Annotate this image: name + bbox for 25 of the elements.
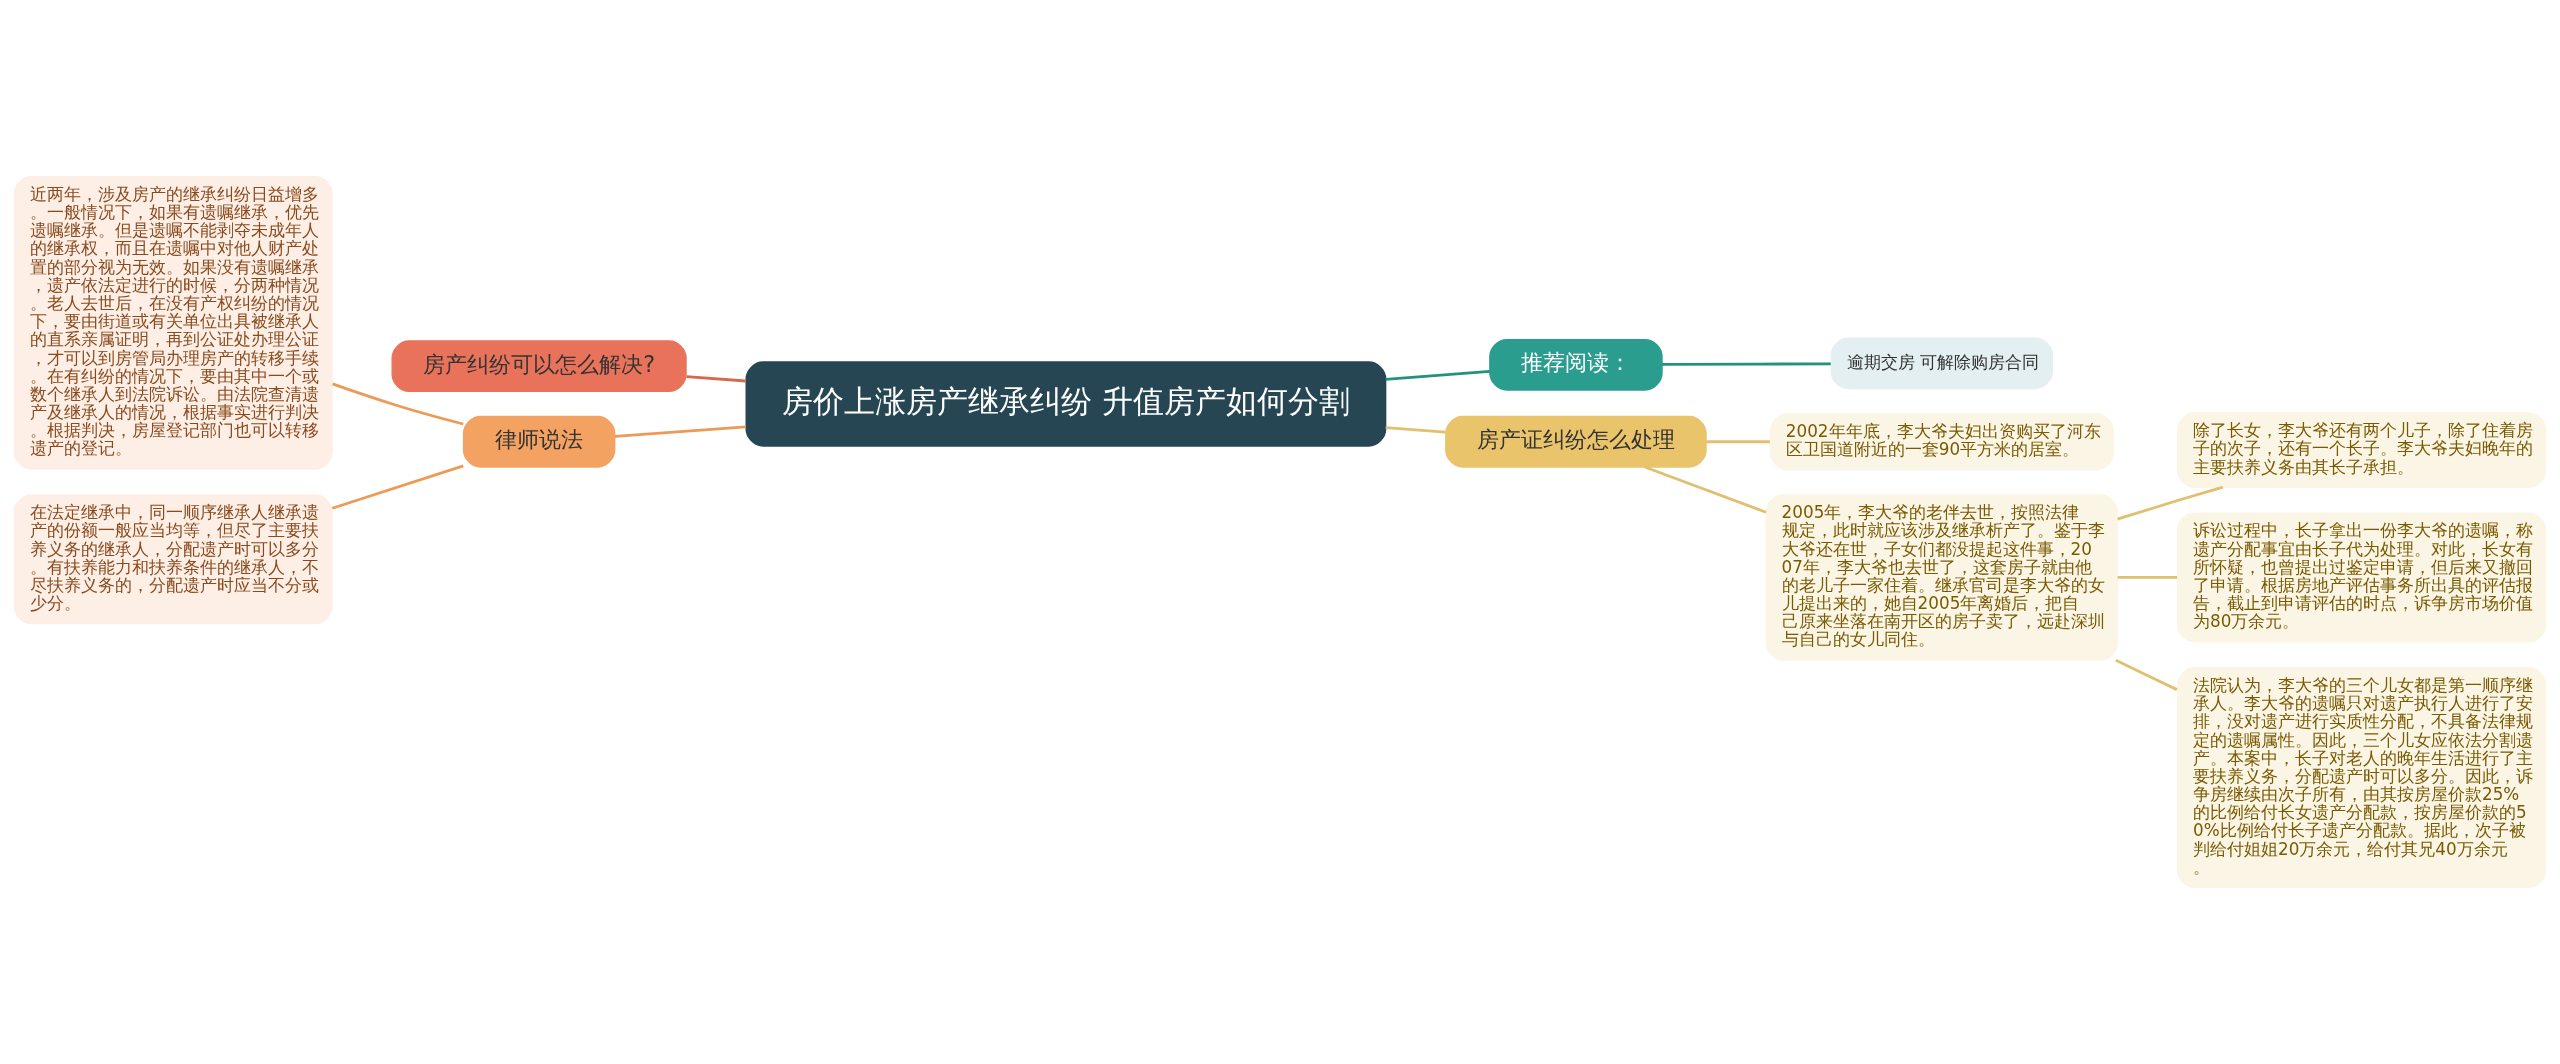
connector bbox=[2117, 576, 2178, 579]
connector bbox=[332, 382, 464, 426]
node-box: 推荐阅读： bbox=[1489, 338, 1663, 391]
node-box: 法院认为，李大爷的三个儿女都是第一顺序继承人。李大爷的遗嘱只对遗产执行人进行了安排，没对遗产进行实质性分配，不具备法律规定的遗嘱属性。因此，三个儿女应依法分割遗产。本案中，长子对老人的晚年生活进行了主要扶养义务，分配遗产时可以多分。因此，诉争房继续由次子所有，由其按房屋价款25%的比例给付长女遗产分配款，按房屋价款的50%比例给付长子遗产分配款。据此，次子被判给付姐姐20万余元，给付其兄40万余元。 bbox=[2176, 667, 2547, 889]
connector bbox=[1644, 465, 1767, 514]
connector bbox=[2115, 659, 2178, 691]
node-box: 2002年年底，李大爷夫妇出资购买了河东区卫国道附近的一套90平方米的居室。 bbox=[1769, 413, 2114, 471]
connector bbox=[614, 425, 746, 438]
node-box: 房产证纠纷怎么处理 bbox=[1445, 415, 1707, 468]
connector bbox=[1662, 362, 1831, 366]
node-box: 除了长女，李大爷还有两个儿子，除了住着房子的次子，还有一个长子。李大爷夫妇晚年的主要扶养义务由其长子承担。 bbox=[2176, 412, 2547, 488]
node-box: 房价上涨房产继承纠纷 升值房产如何分割 bbox=[745, 361, 1387, 447]
node-box: 房产纠纷可以怎么解决? bbox=[391, 340, 687, 393]
connector bbox=[686, 375, 746, 383]
connector bbox=[2117, 485, 2224, 521]
node-box: 诉讼过程中，长子拿出一份李大爷的遗嘱，称遗产分配事宜由长子代为处理。对此，长女有所怀疑，也曾提出过鉴定申请，但后来又撤回了申请。根据房地产评估事务所出具的评估报告，截止到申请评估的时点，诉争房市场价值为80万余元。 bbox=[2176, 512, 2547, 643]
node-box: 近两年，涉及房产的继承纠纷日益增多。一般情况下，如果有遗嘱继承，优先遗嘱继承。但是遗嘱不能剥夺未成年人的继承权，而且在遗嘱中对他人财产处置的部分视为无效。如果没有遗嘱继承，遗产依法定进行的时候，分两种情况。老人去世后，在没有产权纠纷的情况下，要由街道或有关单位出具被继承人的直系亲属证明，再到公证处办理公证，才可以到房管局办理房产的转移手续。在有纠纷的情况下，要由其中一个或数个继承人到法院诉讼。由法院查清遗产及继承人的情况，根据事实进行判决。根据判决，房屋登记部门也可以转移遗产的登记。 bbox=[13, 175, 333, 470]
connector bbox=[1385, 426, 1446, 434]
node-box: 2005年，李大爷的老伴去世，按照法律规定，此时就应该涉及继承析产了。鉴于李大爷还在世，子女们都没提起这件事，2007年，李大爷也去世了，这套房子就由他的老儿子一家住着。继承官司是李大爷的女儿提出来的，她自2005年离婚后，把自己原来坐落在南开区的房子卖了，远赴深圳与自己的女儿同住。 bbox=[1765, 494, 2119, 661]
node-box: 在法定继承中，同一顺序继承人继承遗产的份额一般应当均等，但尽了主要扶养义务的继承人，分配遗产时可以多分。有扶养能力和扶养条件的继承人，不尽扶养义务的，分配遗产时应当不分或少分。 bbox=[13, 494, 333, 625]
connector bbox=[1706, 440, 1770, 444]
connector bbox=[1385, 369, 1490, 381]
connector bbox=[331, 464, 464, 510]
node-box: 律师说法 bbox=[462, 415, 616, 468]
node-box: 逾期交房 可解除购房合同 bbox=[1830, 337, 2054, 390]
